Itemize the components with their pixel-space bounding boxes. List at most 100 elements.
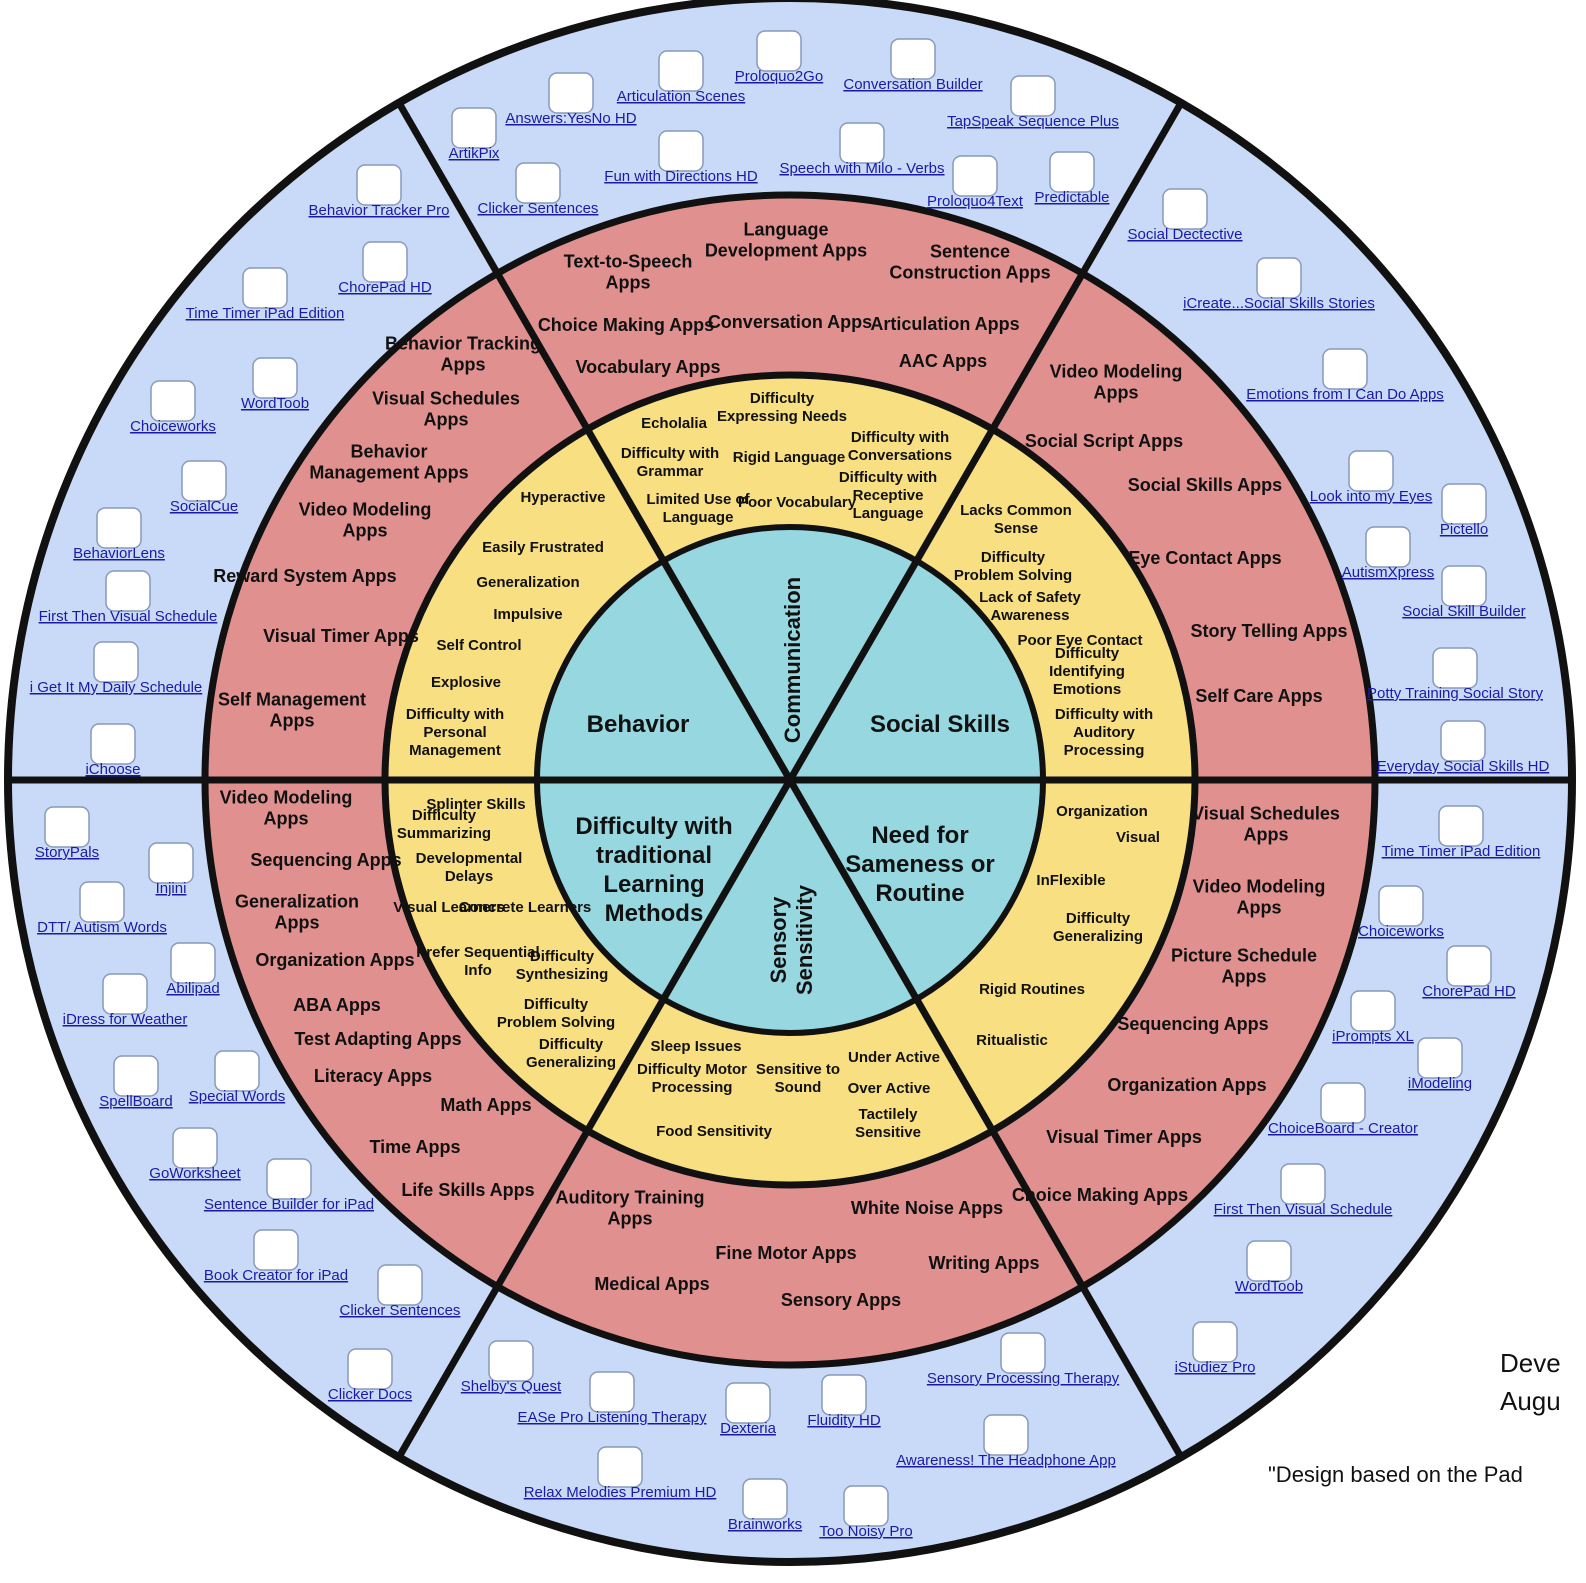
app-link-learning[interactable]: Special Words (189, 1088, 285, 1105)
app-link-social[interactable]: iCreate...Social Skills Stories (1183, 295, 1375, 312)
app-link-communication[interactable]: Proloquo2Go (735, 68, 823, 85)
app-icon-sensory[interactable] (742, 1478, 788, 1520)
app-icon-learning[interactable] (148, 842, 194, 884)
app-icon-sensory[interactable] (488, 1340, 534, 1382)
app-link-sensory[interactable]: Fluidity HD (807, 1412, 881, 1429)
app-link-sameness[interactable]: ChorePad HD (1422, 983, 1516, 1000)
app-link-learning[interactable]: DTT/ Autism Words (37, 919, 167, 936)
app-icon-sameness[interactable] (1417, 1037, 1463, 1079)
app-link-social[interactable]: Potty Training Social Story (1367, 685, 1543, 702)
app-icon-communication[interactable] (756, 30, 802, 72)
app-link-sensory[interactable]: Dexteria (720, 1420, 777, 1437)
app-link-behavior[interactable]: SocialCue (170, 498, 238, 515)
app-icon-behavior[interactable] (181, 460, 227, 502)
app-link-behavior[interactable]: First Then Visual Schedule (39, 608, 218, 625)
app-icon-social[interactable] (1322, 348, 1368, 390)
app-icon-sameness[interactable] (1378, 885, 1424, 927)
app-icon-sensory[interactable] (589, 1371, 635, 1413)
app-icon-sameness[interactable] (1446, 945, 1492, 987)
app-link-behavior[interactable]: Choiceworks (130, 418, 216, 435)
app-link-learning[interactable]: Book Creator for iPad (204, 1267, 348, 1284)
app-link-sensory[interactable]: Too Noisy Pro (819, 1523, 912, 1540)
app-icon-behavior[interactable] (356, 164, 402, 206)
app-link-sameness[interactable]: Choiceworks (1358, 923, 1444, 940)
app-icon-behavior[interactable] (252, 357, 298, 399)
app-link-communication[interactable]: Conversation Builder (843, 76, 982, 93)
app-link-communication[interactable]: Speech with Milo - Verbs (779, 160, 944, 177)
app-icon-learning[interactable] (377, 1264, 423, 1306)
app-icon-sensory[interactable] (843, 1485, 889, 1527)
app-icon-learning[interactable] (253, 1229, 299, 1271)
app-link-sensory[interactable]: EASe Pro Listening Therapy (517, 1409, 707, 1426)
app-icon-sameness[interactable] (1320, 1082, 1366, 1124)
app-link-behavior[interactable]: i Get It My Daily Schedule (30, 679, 203, 696)
app-icon-sameness[interactable] (1350, 990, 1396, 1032)
app-icon-learning[interactable] (113, 1055, 159, 1097)
app-icon-social[interactable] (1440, 720, 1486, 762)
app-link-communication[interactable]: Fun with Directions HD (604, 168, 758, 185)
app-link-learning[interactable]: Sentence Builder for iPad (204, 1196, 374, 1213)
app-icon-learning[interactable] (79, 881, 125, 923)
app-icon-communication[interactable] (839, 122, 885, 164)
app-icon-communication[interactable] (658, 130, 704, 172)
app-icon-communication[interactable] (658, 50, 704, 92)
app-icon-behavior[interactable] (105, 570, 151, 612)
app-link-sameness[interactable]: WordToob (1235, 1278, 1303, 1295)
app-icon-communication[interactable] (451, 107, 497, 149)
app-icon-sensory[interactable] (725, 1382, 771, 1424)
app-link-communication[interactable]: Articulation Scenes (617, 88, 745, 105)
app-link-learning[interactable]: Injini (156, 880, 187, 897)
app-icon-learning[interactable] (266, 1158, 312, 1200)
app-link-communication[interactable]: ArtikPix (449, 145, 500, 162)
app-link-social[interactable]: Pictello (1440, 521, 1488, 538)
app-icon-sameness[interactable] (1192, 1321, 1238, 1363)
app-link-social[interactable]: Social Skill Builder (1402, 603, 1525, 620)
app-icon-behavior[interactable] (362, 241, 408, 283)
app-link-behavior[interactable]: BehaviorLens (73, 545, 165, 562)
app-icon-behavior[interactable] (242, 267, 288, 309)
app-link-behavior[interactable]: ChorePad HD (338, 279, 432, 296)
app-icon-learning[interactable] (102, 973, 148, 1015)
app-icon-communication[interactable] (1049, 151, 1095, 193)
app-link-communication[interactable]: TapSpeak Sequence Plus (947, 113, 1119, 130)
app-link-communication[interactable]: Proloquo4Text (927, 193, 1024, 210)
app-link-sameness[interactable]: iModeling (1408, 1075, 1472, 1092)
app-icon-communication[interactable] (952, 155, 998, 197)
app-link-social[interactable]: Emotions from I Can Do Apps (1246, 386, 1444, 403)
app-icon-social[interactable] (1441, 565, 1487, 607)
app-icon-sensory[interactable] (1000, 1332, 1046, 1374)
app-icon-sensory[interactable] (983, 1414, 1029, 1456)
app-link-sameness[interactable]: iPrompts XL (1332, 1028, 1414, 1045)
app-icon-sameness[interactable] (1246, 1240, 1292, 1282)
app-link-social[interactable]: Social Dectective (1127, 226, 1242, 243)
app-link-sensory[interactable]: Shelby's Quest (461, 1378, 562, 1395)
app-icon-social[interactable] (1441, 483, 1487, 525)
app-link-sameness[interactable]: iStudiez Pro (1175, 1359, 1256, 1376)
app-icon-learning[interactable] (170, 942, 216, 984)
app-link-learning[interactable]: Abilipad (166, 980, 219, 997)
app-link-sameness[interactable]: ChoiceBoard - Creator (1268, 1120, 1418, 1137)
app-icon-learning[interactable] (44, 806, 90, 848)
app-icon-behavior[interactable] (93, 641, 139, 683)
app-icon-social[interactable] (1348, 450, 1394, 492)
app-icon-learning[interactable] (347, 1348, 393, 1390)
app-link-learning[interactable]: Clicker Docs (328, 1386, 412, 1403)
app-icon-sameness[interactable] (1280, 1163, 1326, 1205)
app-link-learning[interactable]: iDress for Weather (63, 1011, 188, 1028)
app-icon-communication[interactable] (890, 38, 936, 80)
app-icon-sensory[interactable] (821, 1374, 867, 1416)
app-link-behavior[interactable]: Time Timer iPad Edition (186, 305, 345, 322)
app-link-communication[interactable]: Predictable (1034, 189, 1109, 206)
app-icon-behavior[interactable] (96, 507, 142, 549)
app-icon-behavior[interactable] (90, 723, 136, 765)
app-icon-learning[interactable] (214, 1050, 260, 1092)
app-link-sensory[interactable]: Brainworks (728, 1516, 802, 1533)
app-link-sensory[interactable]: Relax Melodies Premium HD (524, 1484, 717, 1501)
app-icon-sensory[interactable] (597, 1446, 643, 1488)
app-icon-communication[interactable] (548, 72, 594, 114)
app-link-sameness[interactable]: Time Timer iPad Edition (1382, 843, 1541, 860)
app-icon-communication[interactable] (1010, 75, 1056, 117)
app-link-communication[interactable]: Clicker Sentences (478, 200, 599, 217)
app-icon-behavior[interactable] (150, 380, 196, 422)
app-link-sameness[interactable]: First Then Visual Schedule (1214, 1201, 1393, 1218)
